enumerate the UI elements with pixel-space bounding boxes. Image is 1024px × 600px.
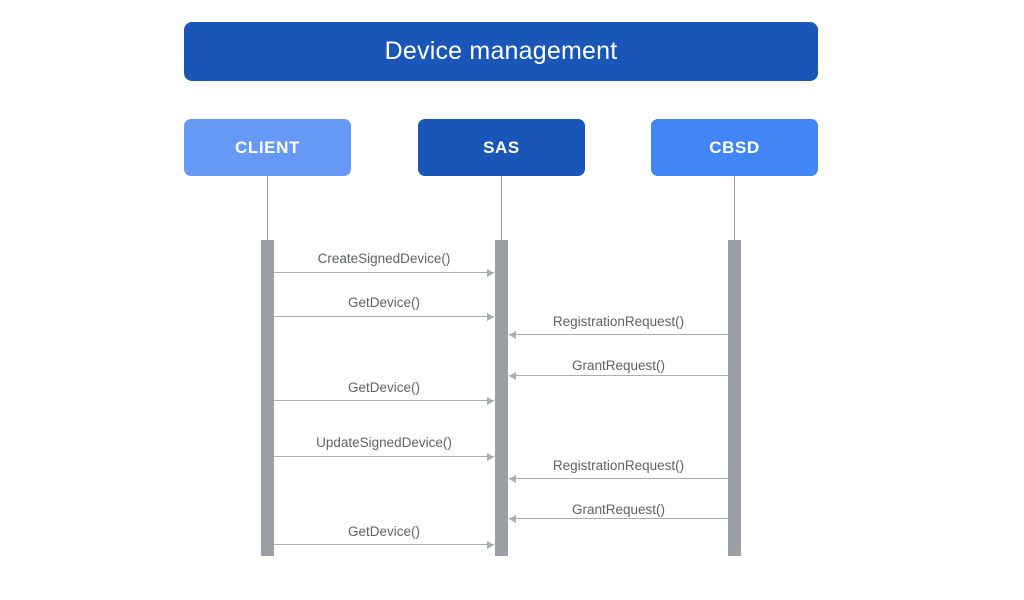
message-label: RegistrationRequest() [552,458,685,473]
participant-sas[interactable]: SAS [418,119,585,176]
message-arrowhead-left [509,371,516,380]
message-label: GetDevice() [347,380,420,395]
message-arrowhead-right [487,396,494,405]
participant-label-cbsd: CBSD [709,138,760,157]
message-line [509,478,728,479]
message-arrowhead-right [487,452,494,461]
message-label: RegistrationRequest() [552,314,685,329]
message-arrowhead-left [509,330,516,339]
activation-bar-cbsd [728,240,741,556]
activation-bar-sas [495,240,508,556]
message-arrowhead-right [487,268,494,277]
participant-label-client: CLIENT [235,138,300,157]
diagram-title-banner: Device management [184,22,818,81]
message-arrowhead-left [509,474,516,483]
message-line [509,518,728,519]
message-label: GrantRequest() [571,358,666,373]
message-arrowhead-right [487,312,494,321]
message-label: UpdateSignedDevice() [316,435,452,450]
message-label: GrantRequest() [571,502,666,517]
message-line [274,316,494,317]
message-label: GetDevice() [347,295,420,310]
lifeline-sas [501,176,502,240]
message-arrowhead-left [509,514,516,523]
message-line [274,272,494,273]
participant-cbsd[interactable]: CBSD [651,119,818,176]
message-line [274,544,494,545]
message-line [274,400,494,401]
message-line [274,456,494,457]
message-arrowhead-right [487,540,494,549]
participant-client[interactable]: CLIENT [184,119,351,176]
message-label: CreateSignedDevice() [317,251,451,266]
activation-bar-client [261,240,274,556]
page-title: Device management [384,37,618,65]
lifeline-client [267,176,268,240]
lifeline-cbsd [734,176,735,240]
participant-label-sas: SAS [483,138,520,157]
message-label: GetDevice() [347,524,420,539]
message-line [509,375,728,376]
message-line [509,334,728,335]
